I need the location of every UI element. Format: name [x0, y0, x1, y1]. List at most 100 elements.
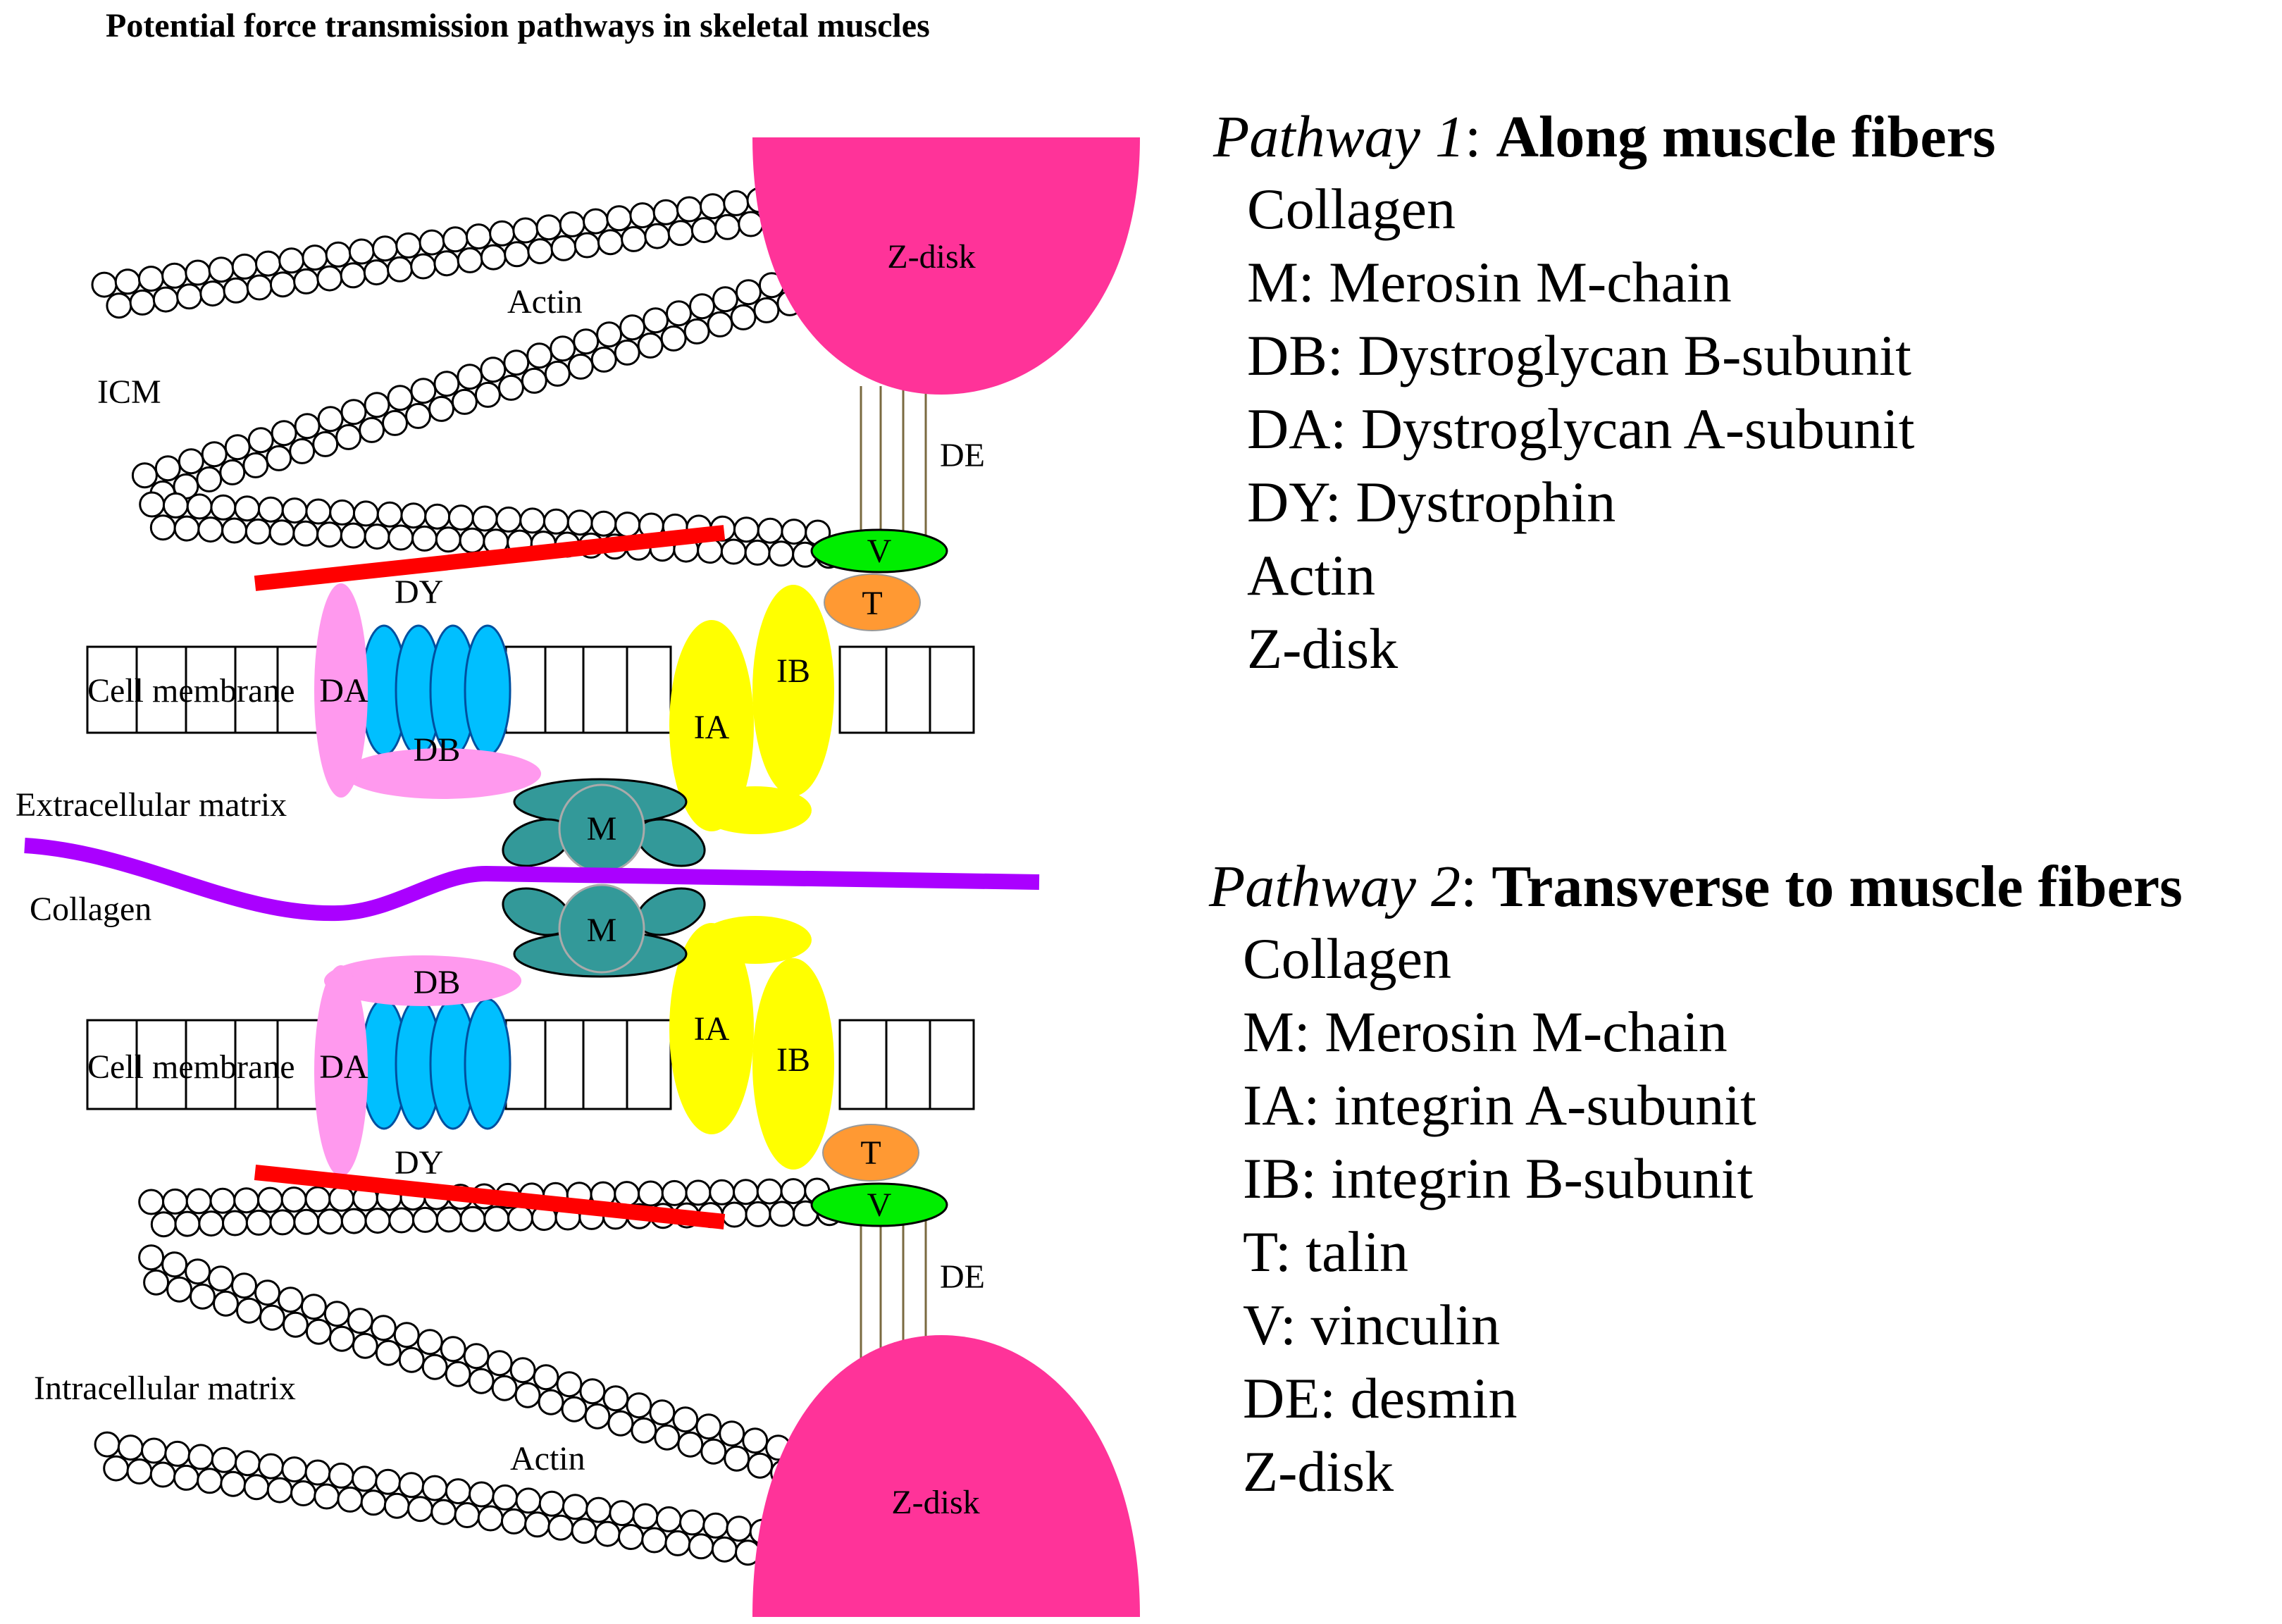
actin-bead — [292, 520, 319, 547]
actin-bead — [672, 1406, 699, 1433]
actin-bead — [149, 1461, 176, 1488]
actin-bead — [590, 346, 617, 373]
actin-bead — [174, 1210, 201, 1237]
actin-bead — [387, 256, 413, 283]
ia-top-label: IA — [694, 709, 730, 746]
actin-bead — [738, 211, 764, 237]
actin-bead — [735, 279, 762, 306]
actin-bead — [185, 259, 211, 286]
actin-bead — [94, 1431, 120, 1458]
actin-bead — [255, 250, 281, 277]
actin-bead — [509, 1357, 536, 1384]
actin-bead — [590, 510, 617, 537]
actin-bead — [500, 1508, 527, 1535]
actin-bead — [524, 1511, 551, 1538]
actin-bead — [398, 1346, 425, 1373]
actin-bead — [768, 540, 795, 567]
icm-label: ICM — [97, 373, 161, 411]
actin-bead — [544, 360, 571, 387]
actin-bead — [676, 196, 702, 223]
actin-bead — [468, 1368, 495, 1394]
dystrophin-bottom — [254, 1165, 726, 1229]
actin-bead — [459, 1205, 486, 1232]
actin-bead — [233, 1187, 260, 1214]
dy-top-label: DY — [395, 574, 443, 611]
actin-bead — [388, 1207, 415, 1234]
actin-bead — [463, 1343, 490, 1370]
diagram-title: Potential force transmission pathways in… — [106, 7, 930, 44]
actin-bead — [304, 1186, 331, 1213]
actin-bead — [213, 1290, 239, 1317]
actin-bead — [316, 265, 343, 292]
vinculin-top — [810, 528, 948, 574]
legend-item: DY: Dystrophin — [1247, 470, 1616, 534]
actin-bead — [387, 385, 414, 411]
pathway1-heading: Pathway 1: Along muscle fibers — [1213, 104, 1996, 170]
z-disk-top — [752, 137, 1140, 395]
db-bottom-label: DB — [414, 964, 461, 1001]
actin-bead — [514, 1382, 541, 1408]
actin-bead — [454, 1502, 480, 1528]
actin-bead — [348, 238, 375, 265]
actin-bead — [281, 497, 308, 524]
actin-bead — [730, 304, 757, 330]
desmin-bottom — [860, 1206, 927, 1363]
actin-bead — [208, 1265, 234, 1292]
v-bottom-label: V — [867, 1186, 892, 1224]
actin-bead — [317, 406, 344, 433]
legend-pathway-1: Pathway 1: Along muscle fibers Collagen … — [1213, 104, 1996, 681]
m-top-label: M — [587, 810, 617, 848]
z-disk-bottom-label: Z-disk — [891, 1484, 979, 1521]
actin-bead — [221, 517, 248, 544]
dystrophin-top — [254, 525, 726, 591]
dy-bottom-label: DY — [395, 1144, 443, 1182]
actin-bead — [223, 277, 249, 304]
actin-bead — [289, 438, 316, 464]
actin-bead — [185, 1258, 211, 1285]
actin-bead — [486, 1350, 513, 1377]
actin-bead — [690, 217, 717, 244]
actin-bead — [376, 501, 403, 528]
actin-bead — [185, 1188, 212, 1215]
actin-bead — [447, 504, 474, 531]
actin-bead — [465, 223, 492, 250]
actin-bead — [723, 190, 750, 216]
legend-item: Collagen — [1243, 926, 1451, 991]
actin-bead — [733, 1179, 759, 1205]
actin-bead — [375, 1339, 402, 1366]
actin-bead — [266, 445, 292, 471]
actin-bead — [370, 1315, 397, 1341]
actin-bead — [323, 1301, 350, 1327]
actin-bead — [234, 1450, 261, 1477]
actin-bead — [660, 325, 687, 352]
actin-filaments — [91, 187, 843, 1569]
actin-bead — [491, 1375, 518, 1401]
actin-bead — [747, 1452, 774, 1479]
actin-bead — [152, 286, 179, 313]
actin-bead — [412, 1206, 438, 1233]
db-top-label: DB — [414, 731, 461, 769]
pathway1-sep: : — [1465, 104, 1496, 170]
da-top-label: DA — [319, 672, 368, 709]
actin-bead — [244, 518, 271, 545]
actin-bead — [277, 1287, 304, 1313]
actin-bead — [483, 1205, 510, 1232]
actin-bead — [364, 392, 390, 419]
dystroglycan-blue-bottom — [360, 998, 511, 1130]
actin-bead — [166, 1276, 193, 1303]
actin-bottom-label: Actin — [510, 1440, 585, 1477]
actin-bead — [631, 1417, 657, 1444]
actin-bead — [266, 1477, 293, 1504]
actin-bead — [290, 1480, 316, 1506]
talin-bottom — [822, 1124, 919, 1182]
actin-bead — [138, 1189, 165, 1215]
actin-bead — [666, 300, 692, 327]
actin-bead — [720, 538, 747, 565]
de-top-label: DE — [940, 437, 985, 474]
actin-bead — [538, 1389, 564, 1415]
actin-bead — [269, 271, 296, 298]
actin-bead — [556, 1371, 583, 1398]
actin-bead — [597, 229, 624, 256]
actin-bead — [196, 466, 223, 492]
actin-bead — [418, 229, 445, 256]
